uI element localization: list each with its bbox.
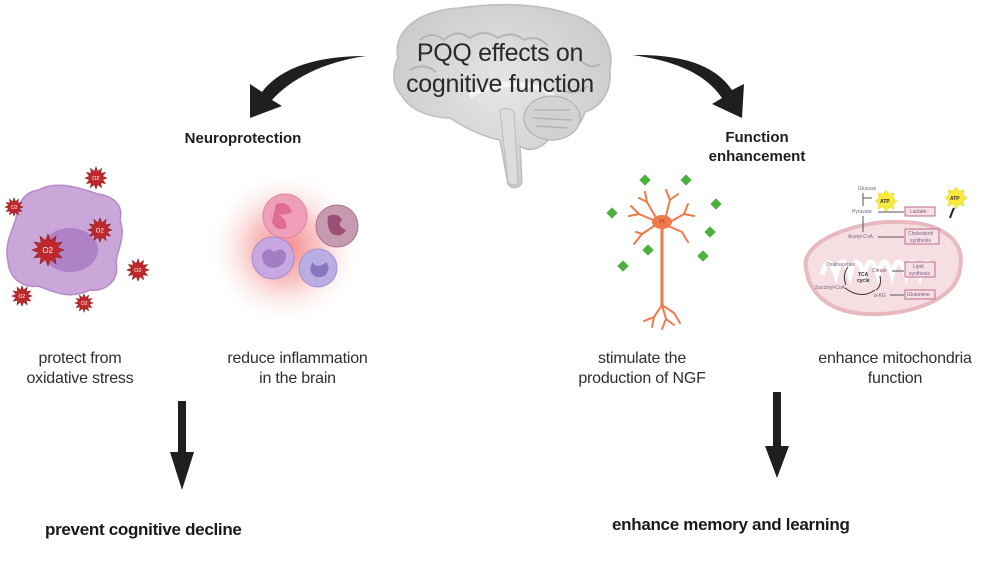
radical-label: O2 [11,205,18,211]
svg-text:synthesis: synthesis [909,271,930,277]
outcome-left: prevent cognitive decline [45,520,242,539]
label-line: function [867,370,923,387]
radical-label: O2 [96,228,105,234]
outcome-right: enhance memory and learning [612,515,850,534]
superoxide-radical-icon [11,285,33,307]
heading-line: Function [725,129,789,146]
ngf-molecule-icon [617,260,629,272]
label-line: production of NGF [578,370,706,387]
ngf-molecule-icon [680,174,692,186]
svg-text:Succinyl-CoA: Succinyl-CoA [815,285,846,291]
atp-burst-icon [944,186,968,210]
svg-text:Lactate: Lactate [910,209,927,215]
label-line: oxidative stress [26,370,134,387]
ngf-molecule-icon [704,226,716,238]
label-line: stimulate the [597,350,687,367]
heading-neuroprotection: Neuroprotection [184,130,302,147]
superoxide-radical-icon [126,258,150,282]
mitochondria-pathway: Glucose ATP ATP Pyruvate Lactate Acetyl-… [815,186,968,300]
label-line: in the brain [259,370,336,387]
label-line: protect from [38,350,122,367]
svg-text:Cholesterol: Cholesterol [908,231,933,237]
down-arrow-right [765,392,789,478]
oxidative-stress-cell-icon [6,184,123,296]
svg-text:Acetyl-CoA: Acetyl-CoA [848,234,874,240]
label-oxidative-stress: protect from oxidative stress [0,349,160,389]
page-title: PQQ effects on cognitive function [406,39,594,98]
ngf-molecule-icon [642,244,654,256]
superoxide-radical-icon [4,197,24,217]
neuron-icon [628,189,695,330]
heading-function-enhancement: Function enhancement [692,128,822,166]
label-mitochondria: enhance mitochondria function [795,349,995,389]
ngf-molecule-icon [697,250,709,262]
label-line: reduce inflammation [227,350,368,367]
svg-text:cycle: cycle [857,278,870,284]
ngf-molecule-icon [639,174,651,186]
svg-text:TCA: TCA [858,272,869,278]
svg-text:Pyruvate: Pyruvate [852,209,872,215]
svg-text:ATP: ATP [950,196,960,202]
svg-text:Citrate: Citrate [872,268,887,274]
svg-text:α-KG: α-KG [874,293,886,299]
radical-label: O2 [92,176,99,182]
svg-text:synthesis: synthesis [910,238,931,244]
label-ngf: stimulate the production of NGF [562,349,722,389]
ngf-molecule-icon [710,198,722,210]
heading-line: enhancement [708,148,806,165]
label-line: enhance mitochondria [818,350,972,367]
svg-text:ATP: ATP [880,199,890,205]
radical-label: O2 [81,301,88,307]
svg-text:Lipid: Lipid [913,264,924,270]
ngf-molecules [606,174,722,272]
curved-arrow-right [632,54,744,118]
svg-text:Glucose: Glucose [858,186,877,192]
radical-label: O2 [42,246,53,255]
label-inflammation: reduce inflammation in the brain [200,349,395,389]
superoxide-radical-icon [84,166,108,190]
inflammation-cells-icon [207,170,363,326]
ngf-molecule-icon [606,207,618,219]
radical-label: O2 [19,294,26,300]
superoxide-radical-icon [74,293,94,313]
superoxide-radical-icon [87,217,113,243]
brain-icon [393,3,612,189]
radical-label: O2 [134,268,141,274]
curved-arrow-left [250,56,366,118]
superoxide-radical-icon [31,233,65,267]
svg-text:Oxaloacetate: Oxaloacetate [826,262,856,268]
down-arrow-left [170,401,194,490]
svg-text:Glutamine: Glutamine [907,292,930,298]
